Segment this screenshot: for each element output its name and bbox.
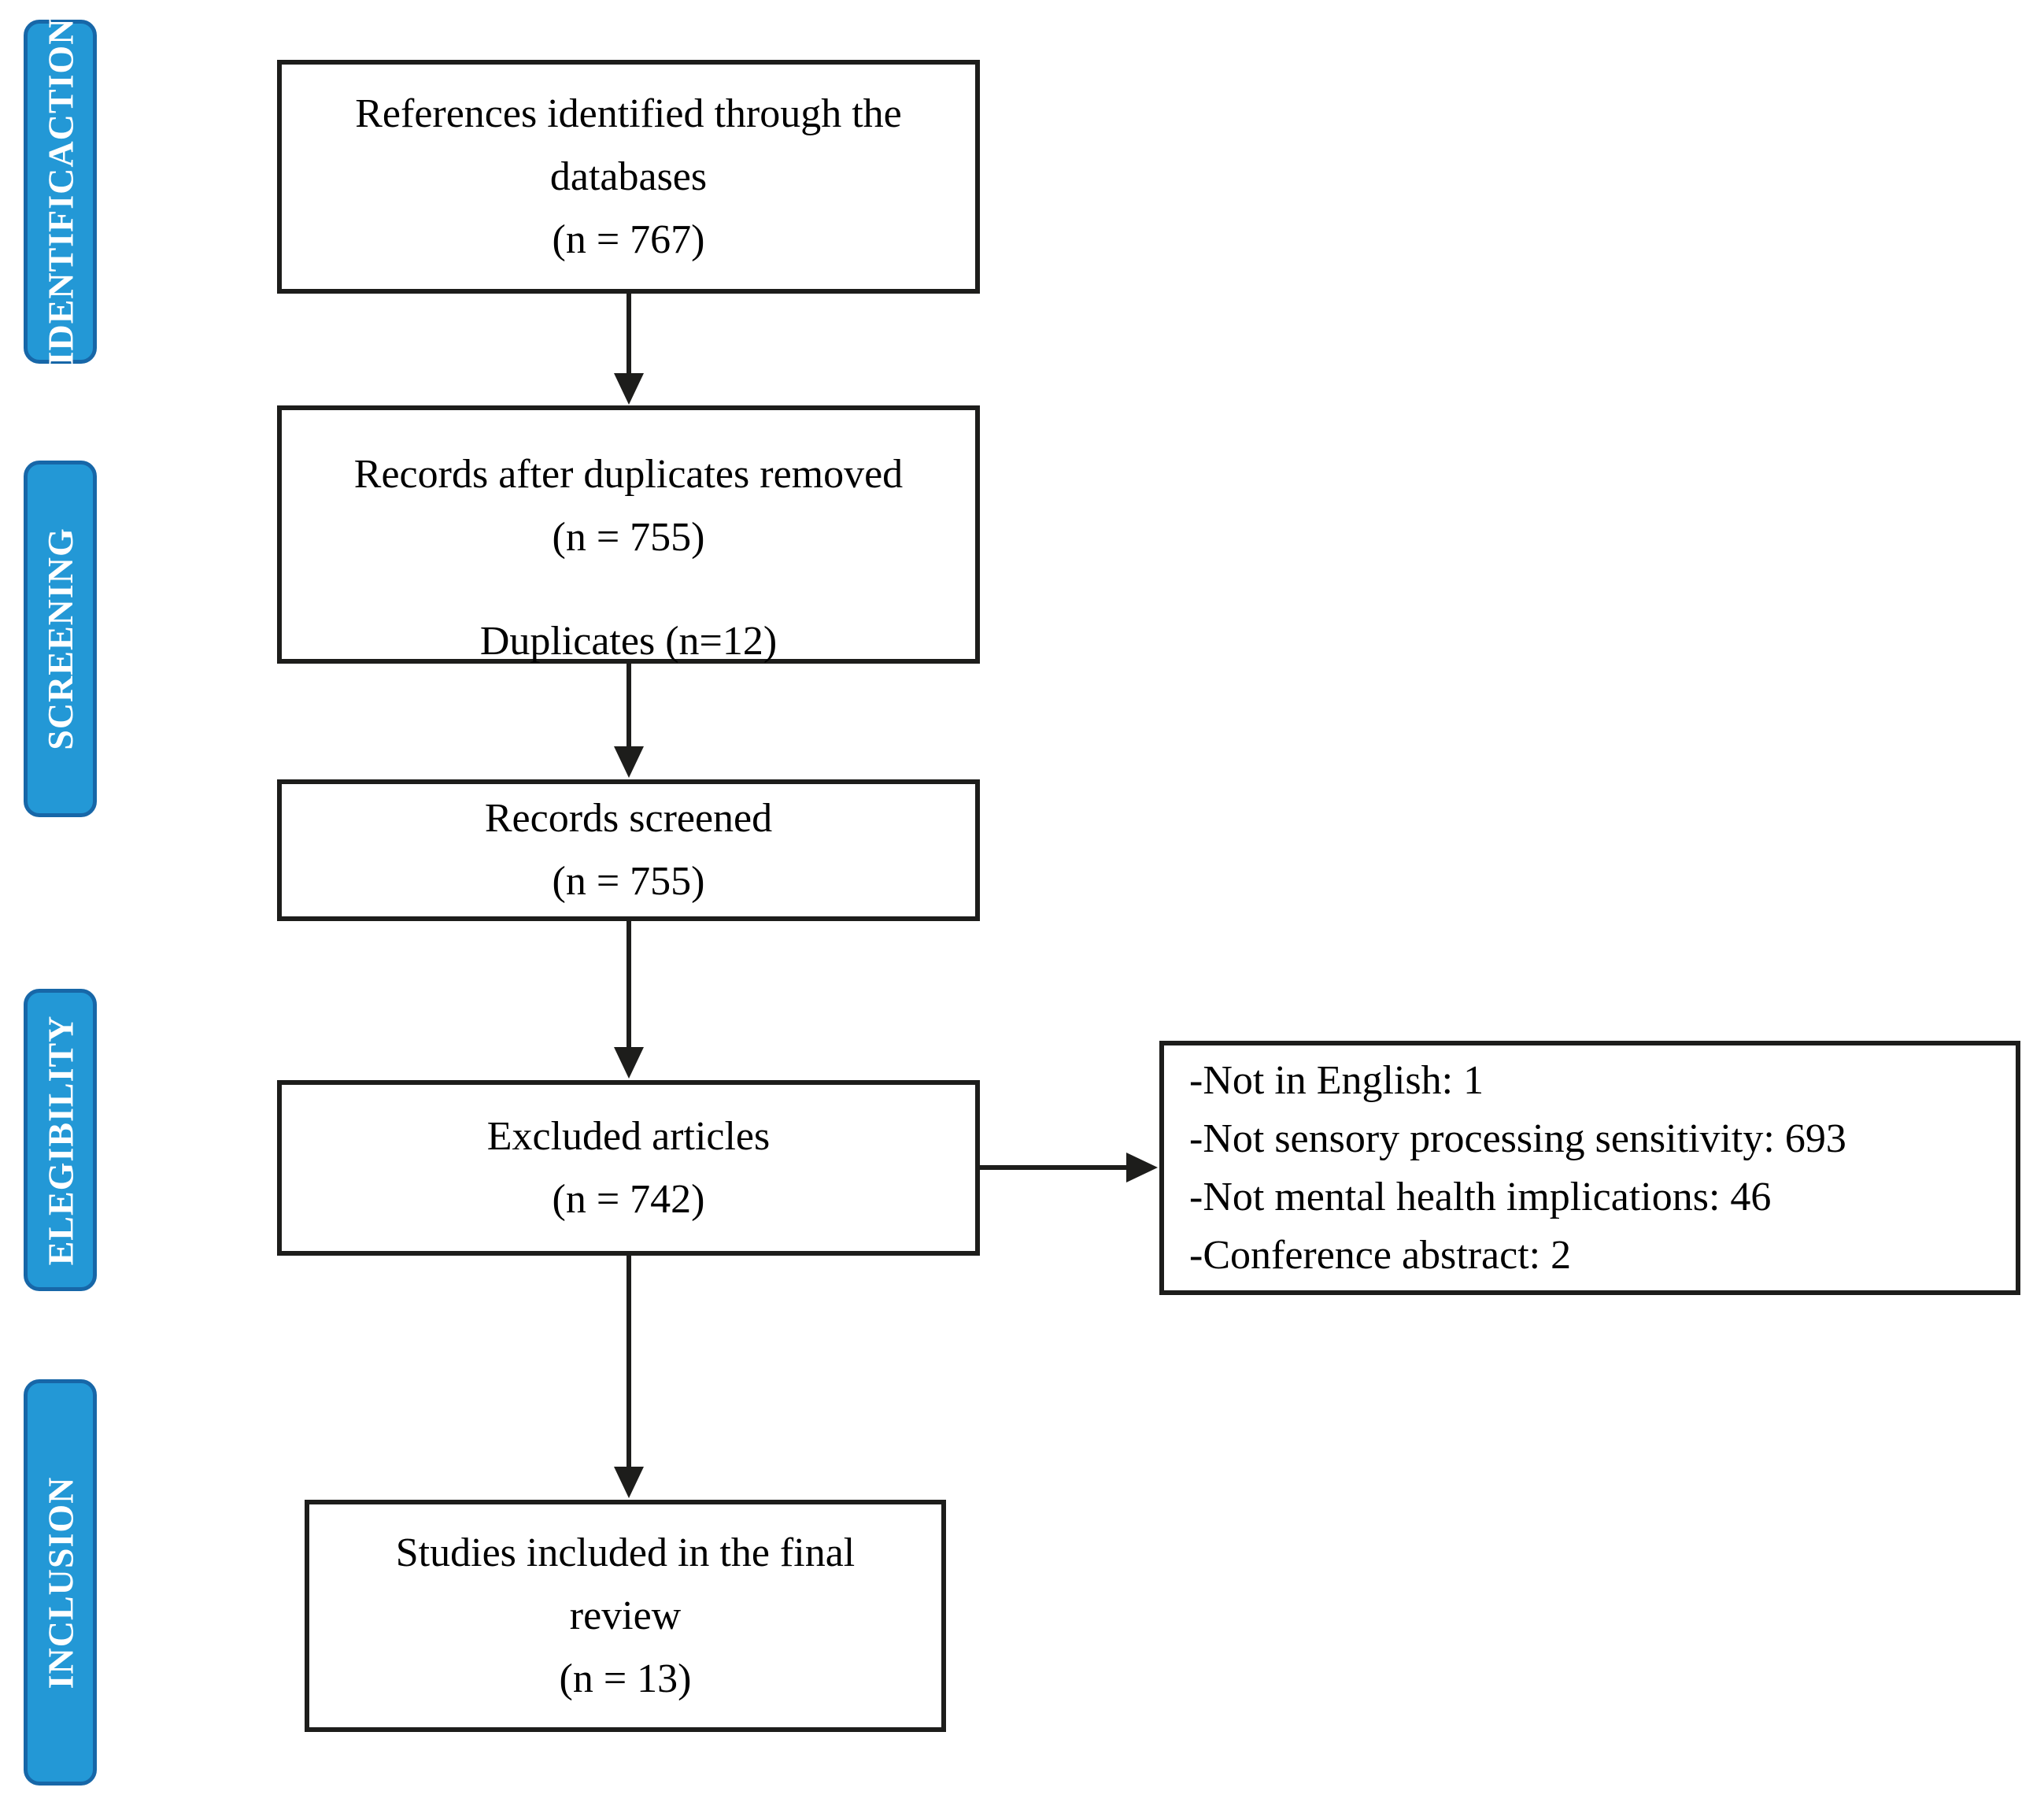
- box-text-line: Records screened: [484, 796, 773, 841]
- stage-label: SCREENING: [40, 527, 81, 750]
- box-text-line: review: [569, 1593, 682, 1638]
- box-text-line: -Not in English: 1: [1189, 1057, 1484, 1103]
- box-records-screened: Records screened (n = 755): [277, 779, 980, 921]
- box-text-line: Excluded articles: [486, 1113, 771, 1159]
- box-text-line: databases: [549, 154, 708, 199]
- box-exclusion-reasons: -Not in English: 1 -Not sensory processi…: [1159, 1041, 2020, 1295]
- box-text-line: -Not mental health implications: 46: [1189, 1174, 1772, 1219]
- box-text-line: Records after duplicates removed: [353, 452, 904, 497]
- box-excluded-articles: Excluded articles (n = 742): [277, 1080, 980, 1256]
- box-text-line: Studies included in the final: [395, 1530, 856, 1575]
- box-text-line: (n = 755): [552, 515, 705, 560]
- stage-eligibility: ELEGIBILITY: [24, 989, 97, 1291]
- box-text-line: References identified through the: [355, 91, 902, 136]
- stage-inclusion: INCLUSION: [24, 1379, 97, 1786]
- stage-identification: IDENTIFICACTION: [24, 17, 97, 366]
- arrow-excluded-to-included: [614, 1256, 644, 1498]
- box-records-after-duplicates: Records after duplicates removed (n = 75…: [277, 405, 980, 664]
- box-text-line: (n = 13): [559, 1656, 692, 1701]
- stage-screening: SCREENING: [24, 461, 97, 817]
- box-text-line: -Conference abstract: 2: [1189, 1232, 1572, 1278]
- box-text-line: (n = 742): [552, 1176, 705, 1222]
- stage-label: ELEGIBILITY: [40, 1015, 81, 1265]
- duplicates-note: Duplicates (n=12): [479, 619, 778, 664]
- stage-label: INCLUSION: [40, 1476, 81, 1689]
- arrow-identified-to-deduplicated: [614, 294, 644, 405]
- arrow-excluded-to-reasons: [980, 1153, 1158, 1182]
- arrow-deduplicated-to-screened: [614, 664, 644, 778]
- box-studies-included: Studies included in the final review (n …: [305, 1500, 946, 1732]
- arrow-screened-to-excluded: [614, 921, 644, 1079]
- stage-label: IDENTIFICACTION: [40, 17, 81, 366]
- box-references-identified: References identified through the databa…: [277, 60, 980, 294]
- box-text-line: -Not sensory processing sensitivity: 693: [1189, 1116, 1846, 1161]
- box-text-line: (n = 755): [552, 859, 705, 904]
- box-text-line: (n = 767): [552, 216, 705, 262]
